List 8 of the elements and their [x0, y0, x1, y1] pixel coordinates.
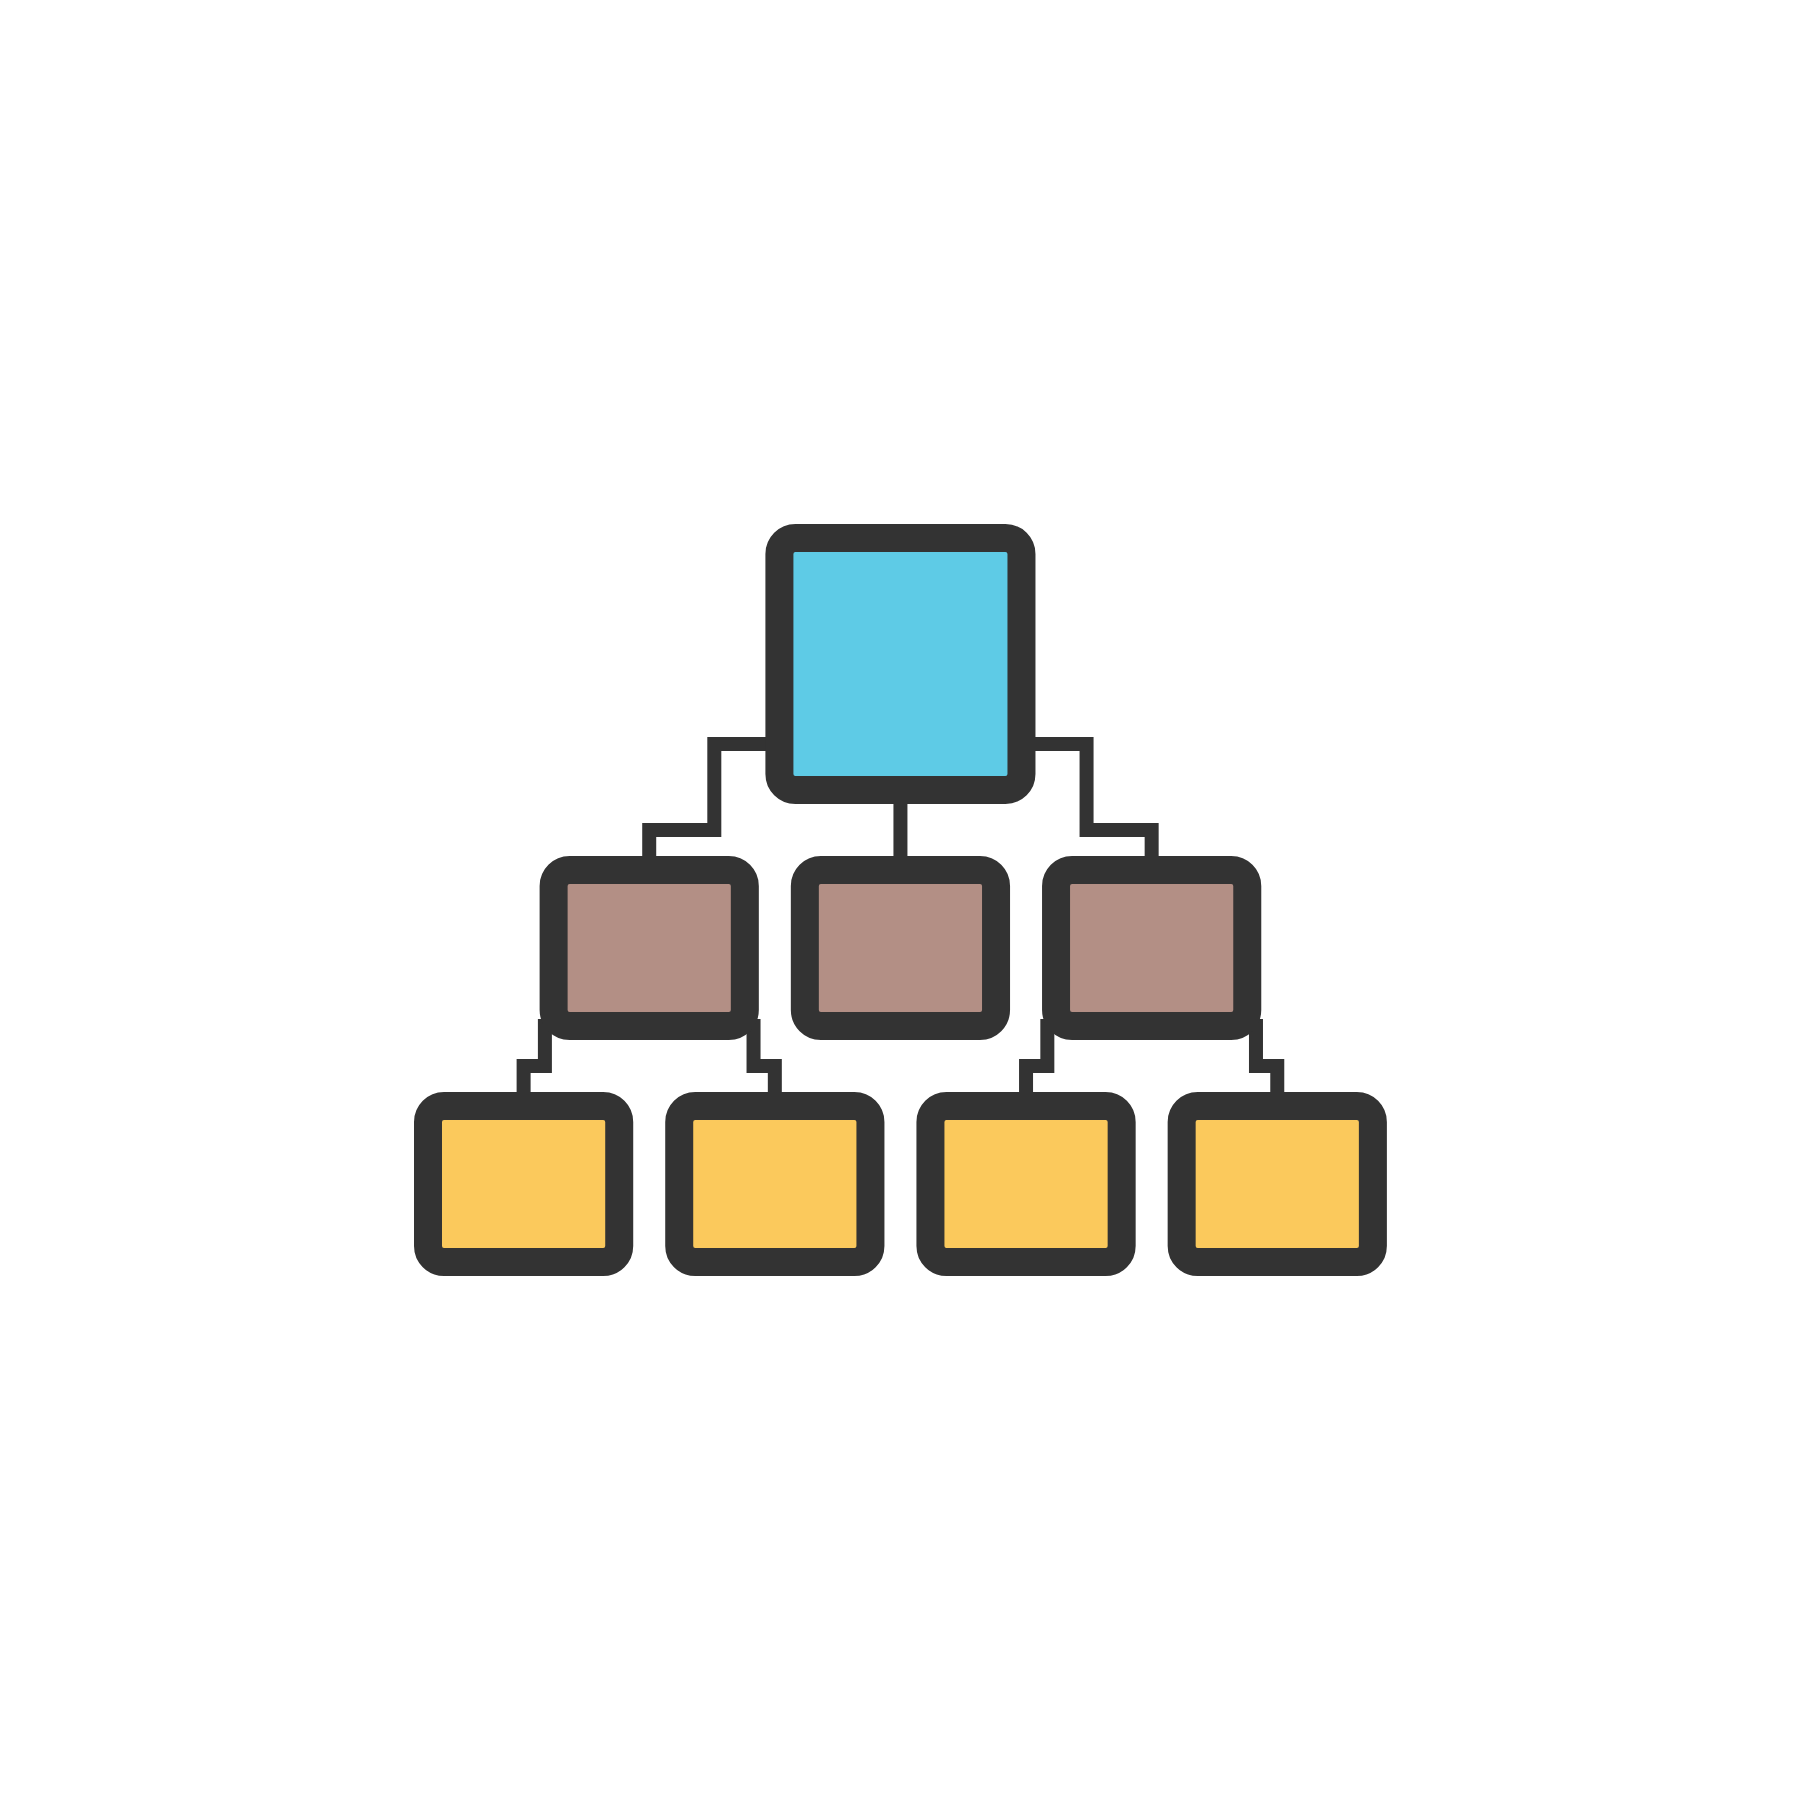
node-box: [790, 856, 1010, 1040]
node-box: [539, 856, 759, 1040]
node-box: [764, 524, 1036, 804]
node-box: [413, 1092, 633, 1276]
node-box: [1041, 856, 1261, 1040]
node-box: [916, 1092, 1136, 1276]
node-box: [664, 1092, 884, 1276]
node-box: [1167, 1092, 1387, 1276]
